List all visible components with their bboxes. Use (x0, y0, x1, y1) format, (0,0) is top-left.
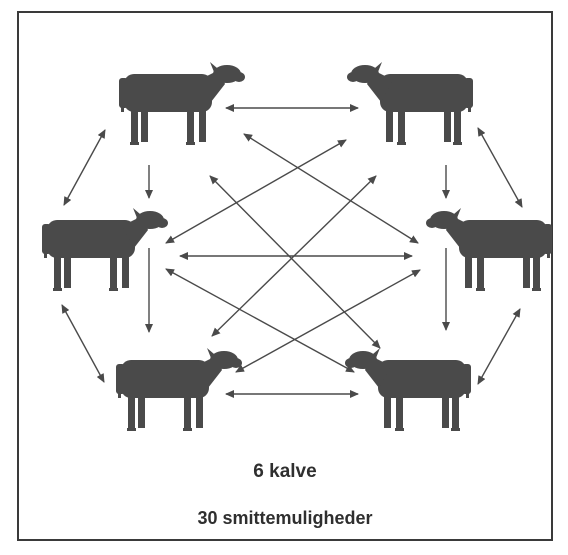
caption-calves: 6 kalve (253, 461, 317, 482)
cow-bottom-left (116, 348, 242, 431)
arrow-topleft-bottomright (209, 175, 381, 349)
arrow-topright-midleft (165, 139, 347, 244)
arrow-midright-bottomright (477, 308, 521, 385)
arrow-topleft-midright (243, 133, 419, 244)
cow-bottom-right (345, 348, 471, 431)
caption-infection-routes: 30 smittemuligheder (197, 508, 373, 528)
arrow-midleft-bottomright (165, 268, 355, 373)
arrow-midright-bottomleft (235, 269, 421, 373)
arrow-midleft-bottomleft (61, 304, 105, 383)
cow-top-left (119, 62, 245, 145)
arrow-topright-midright (477, 127, 523, 208)
cow-top-right (347, 62, 473, 145)
arrow-topleft-midleft (63, 129, 106, 206)
cow-mid-right (426, 208, 552, 291)
